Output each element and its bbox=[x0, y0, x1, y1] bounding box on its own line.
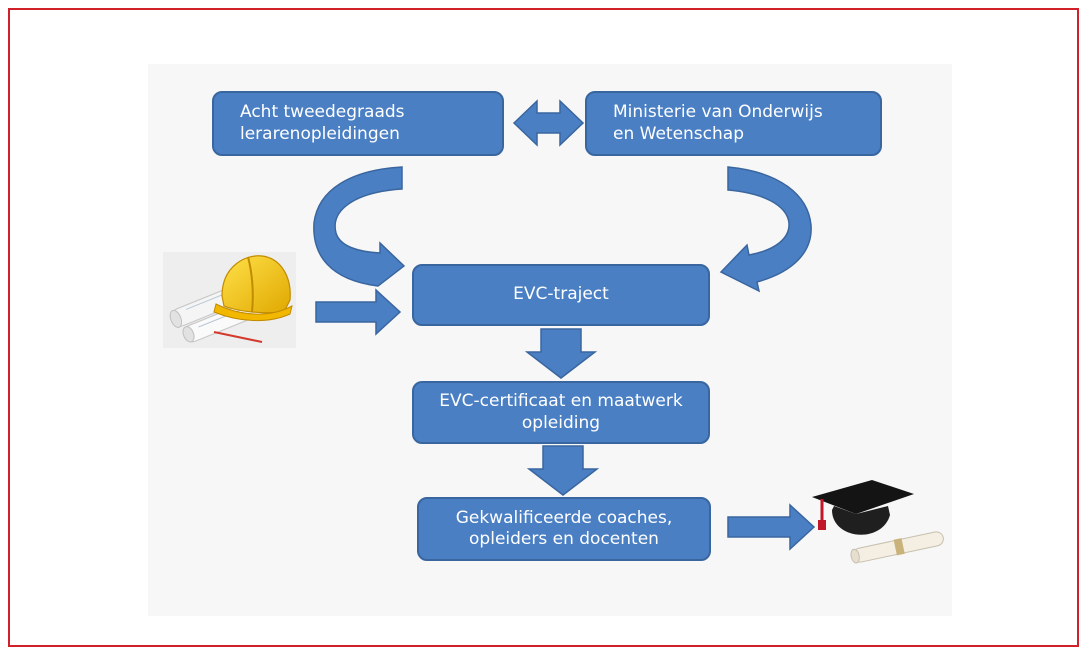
hard-hat-blueprints-icon bbox=[163, 252, 296, 348]
arrow-down-1 bbox=[524, 328, 598, 379]
node-evc-traject-label: EVC-traject bbox=[513, 284, 609, 305]
node-gekwalificeerde-text: Gekwalificeerde coaches, opleiders en do… bbox=[456, 508, 673, 551]
node-evc-certificaat-line1: EVC-certificaat en maatwerk bbox=[439, 391, 683, 412]
node-ministerie-text: Ministerie van Onderwijs en Wetenschap bbox=[613, 102, 823, 145]
node-acht-line1: Acht tweedegraads bbox=[240, 102, 405, 123]
arrow-worker-to-evc bbox=[315, 288, 402, 336]
double-arrow bbox=[512, 99, 585, 147]
curved-arrow-right bbox=[719, 166, 812, 293]
node-ministerie-line2: en Wetenschap bbox=[613, 123, 744, 144]
node-ministerie-line1: Ministerie van Onderwijs bbox=[613, 102, 823, 123]
curved-arrow-left bbox=[313, 166, 406, 287]
node-acht-line2: lerarenopleidingen bbox=[240, 123, 400, 144]
node-evc-certificaat-line2: opleiding bbox=[521, 412, 601, 433]
node-acht-text: Acht tweedegraads lerarenopleidingen bbox=[240, 102, 405, 145]
node-evc-certificaat-text: EVC-certificaat en maatwerk opleiding bbox=[439, 391, 682, 434]
node-ministerie: Ministerie van Onderwijs en Wetenschap bbox=[585, 91, 882, 156]
graduation-cap-diploma-icon bbox=[812, 480, 944, 564]
arrow-to-graduate bbox=[727, 503, 816, 551]
node-evc-traject: EVC-traject bbox=[412, 264, 710, 326]
node-acht-tweedegraads: Acht tweedegraads lerarenopleidingen bbox=[212, 91, 504, 156]
arrow-down-2 bbox=[526, 445, 600, 496]
node-evc-certificaat: EVC-certificaat en maatwerk opleiding bbox=[412, 381, 710, 444]
node-gekwalificeerde: Gekwalificeerde coaches, opleiders en do… bbox=[417, 497, 711, 561]
node-gekwalificeerde-line1: Gekwalificeerde coaches, bbox=[455, 507, 673, 528]
node-gekwalificeerde-line2: opleiders en docenten bbox=[469, 529, 659, 549]
